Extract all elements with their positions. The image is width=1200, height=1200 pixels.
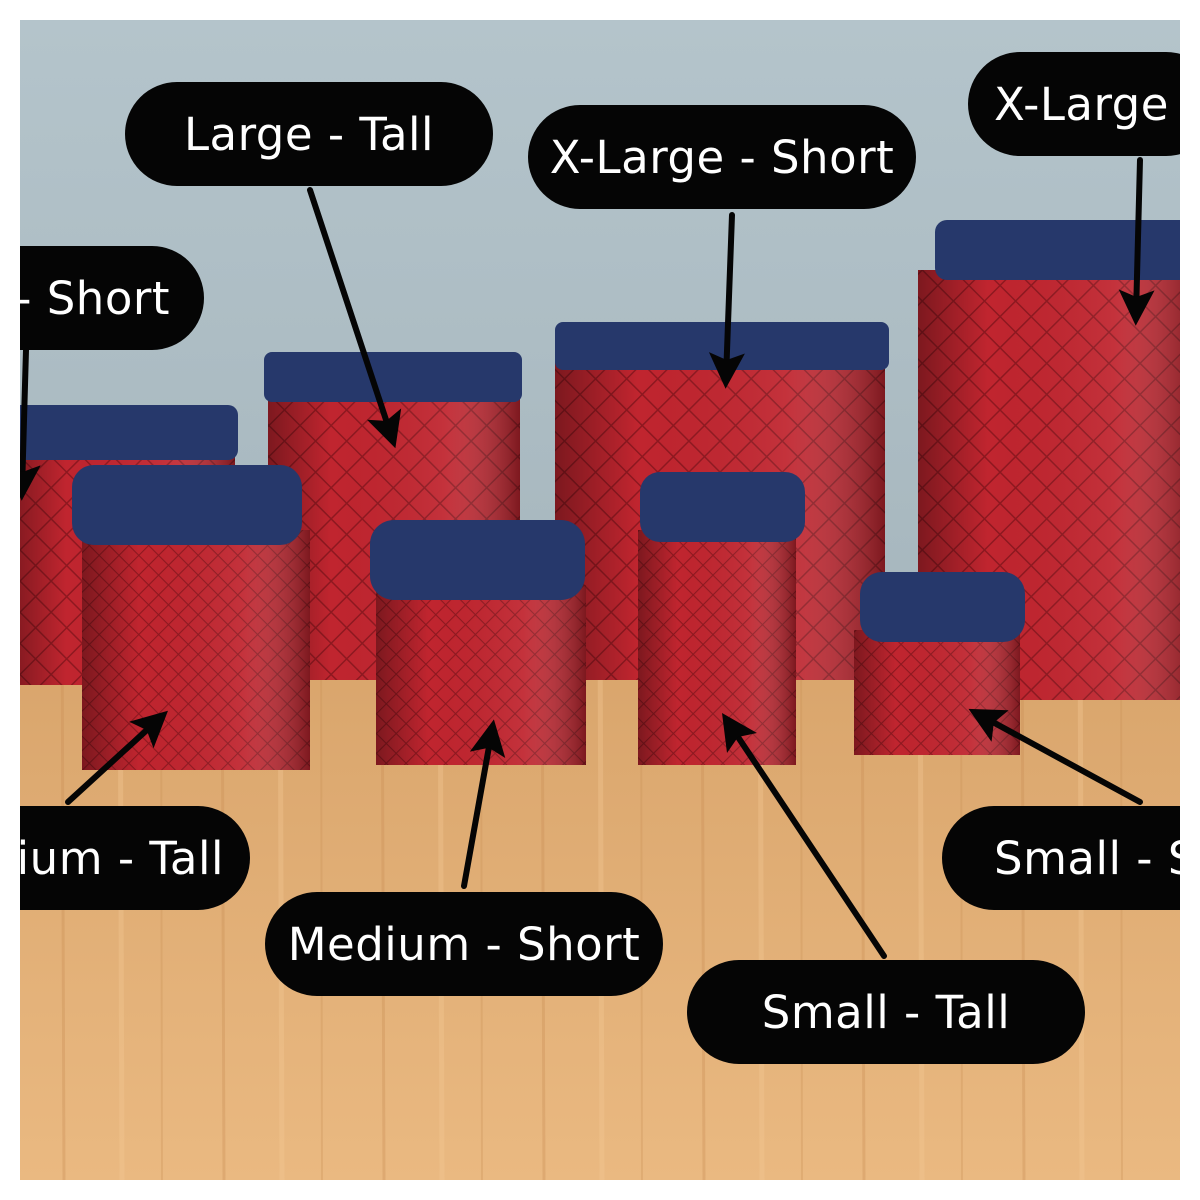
label-xlarge-short: X-Large - Short xyxy=(528,105,916,209)
canister-medium-tall xyxy=(72,465,310,770)
arrow-medium-short xyxy=(461,719,506,889)
arrow-xlarge-tall xyxy=(1118,157,1155,326)
canister-small-tall xyxy=(638,472,805,765)
pointer-arrows xyxy=(20,157,1155,959)
arrow-small-tall xyxy=(722,713,887,959)
label-small-short: Small - S xyxy=(942,806,1180,910)
label-large-short: - Short xyxy=(20,246,204,350)
arrow-large-short xyxy=(20,347,41,501)
canister-xlarge-tall xyxy=(918,220,1180,700)
label-xlarge-tall: X-Large xyxy=(968,52,1180,156)
arrow-large-tall xyxy=(307,187,402,449)
arrow-medium-tall xyxy=(65,710,168,805)
label-small-tall: Small - Tall xyxy=(687,960,1085,1064)
photo-frame: Large - Tall X-Large - Short X-Large - S… xyxy=(20,20,1180,1180)
canister-medium-short xyxy=(370,520,586,765)
arrow-xlarge-short xyxy=(708,212,745,389)
label-medium-tall: ium - Tall xyxy=(20,806,250,910)
label-medium-short: Medium - Short xyxy=(265,892,663,996)
arrow-small-short xyxy=(968,708,1143,805)
label-large-tall: Large - Tall xyxy=(125,82,493,186)
